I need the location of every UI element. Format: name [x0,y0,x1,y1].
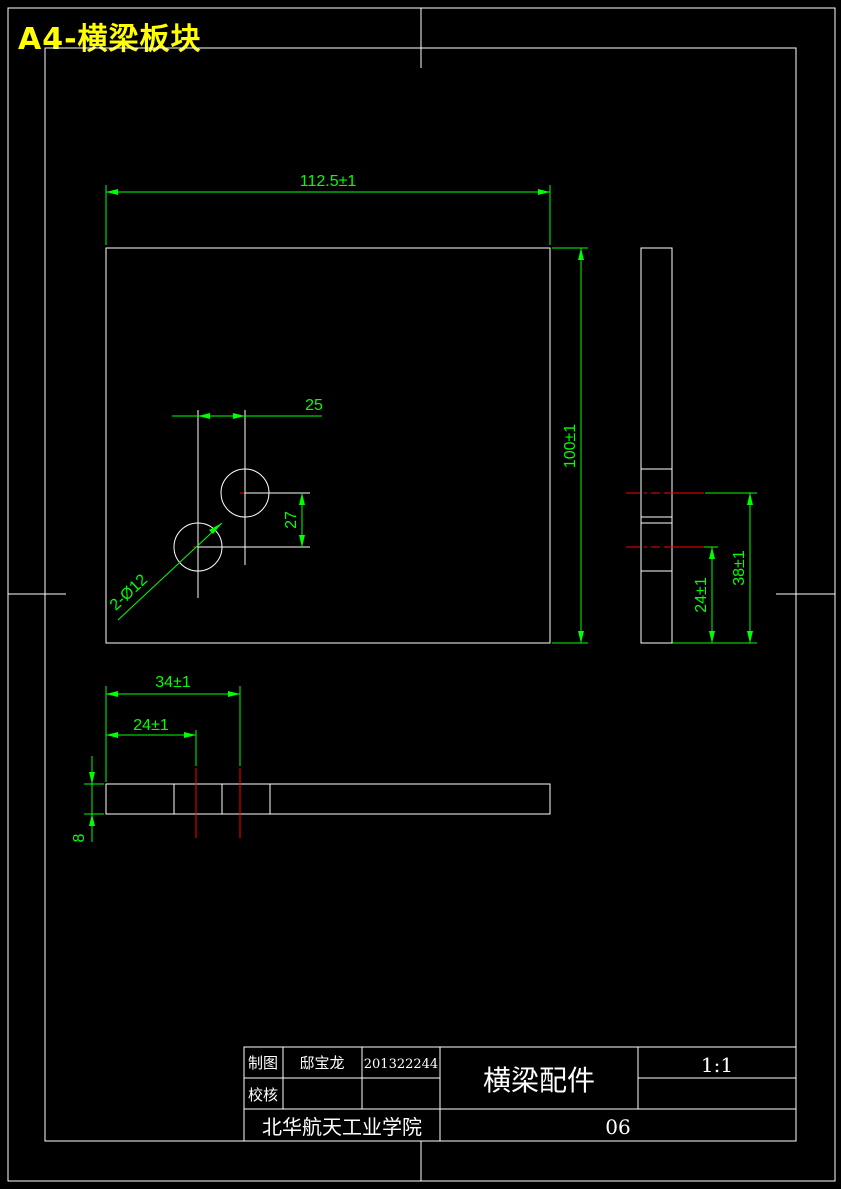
part-name: 横梁配件 [483,1064,595,1097]
dim-height-right: 100±1 [562,424,579,468]
side-view [640,247,673,644]
dim-width-top: 112.5±1 [300,173,357,190]
plate-outline [105,247,551,644]
drawing-number: 06 [605,1115,630,1139]
student-id: 201322244 [364,1057,438,1072]
hole-centerlines [193,492,250,548]
bottom-view-outline [105,783,551,815]
title-block [243,1046,797,1142]
drawn-name: 邸宝龙 [299,1054,344,1072]
bottom-view [105,783,551,815]
drawn-label: 制图 [248,1054,278,1072]
hole-extension-lines [197,410,310,598]
check-label: 校核 [248,1086,278,1104]
dim-hole-callout: 2-Ø12 [107,571,151,614]
inner-frame [44,47,797,1142]
dim-hole-spacing-y: 27 [283,511,300,529]
front-view [105,247,551,644]
dimension-lines [84,185,757,842]
side-view-outline [640,247,673,644]
sheet-title: A4-横梁板块 [18,22,202,57]
arrowheads [89,189,753,826]
bottom-view-centerlines [195,768,241,838]
dim-hole-spacing-x: 25 [305,397,323,414]
dim-side-24: 24±1 [693,577,710,613]
dim-bottom-24: 24±1 [133,717,169,734]
school-name: 北华航天工业学院 [262,1115,422,1139]
side-view-centerlines [626,492,704,548]
dim-side-38: 38±1 [731,550,748,586]
dim-bottom-34: 34±1 [155,674,191,691]
scale: 1:1 [701,1053,733,1077]
dim-thickness: 8 [71,833,88,842]
